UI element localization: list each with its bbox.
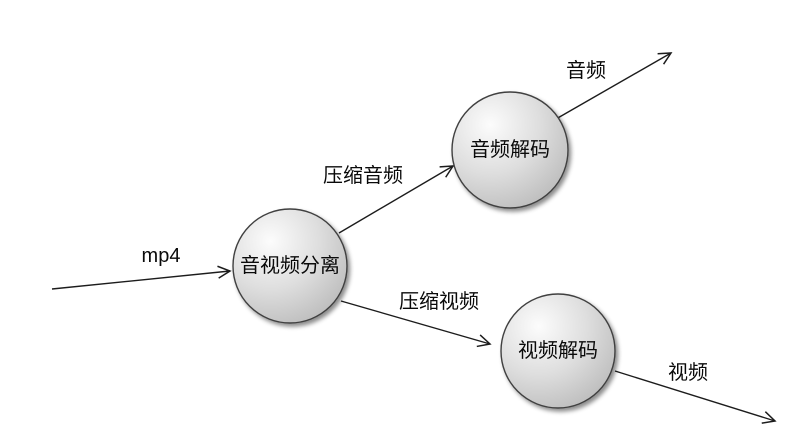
node-audio-decode: 音频解码 — [451, 91, 569, 209]
node-video-decode: 视频解码 — [500, 293, 616, 409]
edge-audio-output-arrow — [555, 52, 673, 120]
node-demux: 音视频分离 — [232, 208, 348, 324]
edge-compressed-audio-arrow — [338, 165, 455, 234]
edge-audio-output-label: 音频 — [566, 59, 606, 82]
edge-compressed-audio-label: 压缩音频 — [323, 164, 403, 187]
edge-compressed-video-arrow — [340, 300, 492, 348]
edge-video-output-label: 视频 — [668, 361, 708, 384]
edges-layer — [51, 52, 777, 424]
node-demux-label: 音视频分离 — [240, 254, 340, 277]
node-audio-decode-circle — [451, 91, 569, 209]
edge-mp4-input-label: mp4 — [142, 245, 181, 267]
node-video-decode-circle — [500, 293, 616, 409]
node-demux-circle — [232, 208, 348, 324]
edge-video-output-arrow — [614, 370, 777, 424]
node-video-decode-label: 视频解码 — [518, 339, 598, 362]
edge-compressed-video-label: 压缩视频 — [399, 290, 479, 313]
node-audio-decode-label: 音频解码 — [470, 138, 550, 161]
edge-mp4-input-arrow — [51, 265, 232, 290]
